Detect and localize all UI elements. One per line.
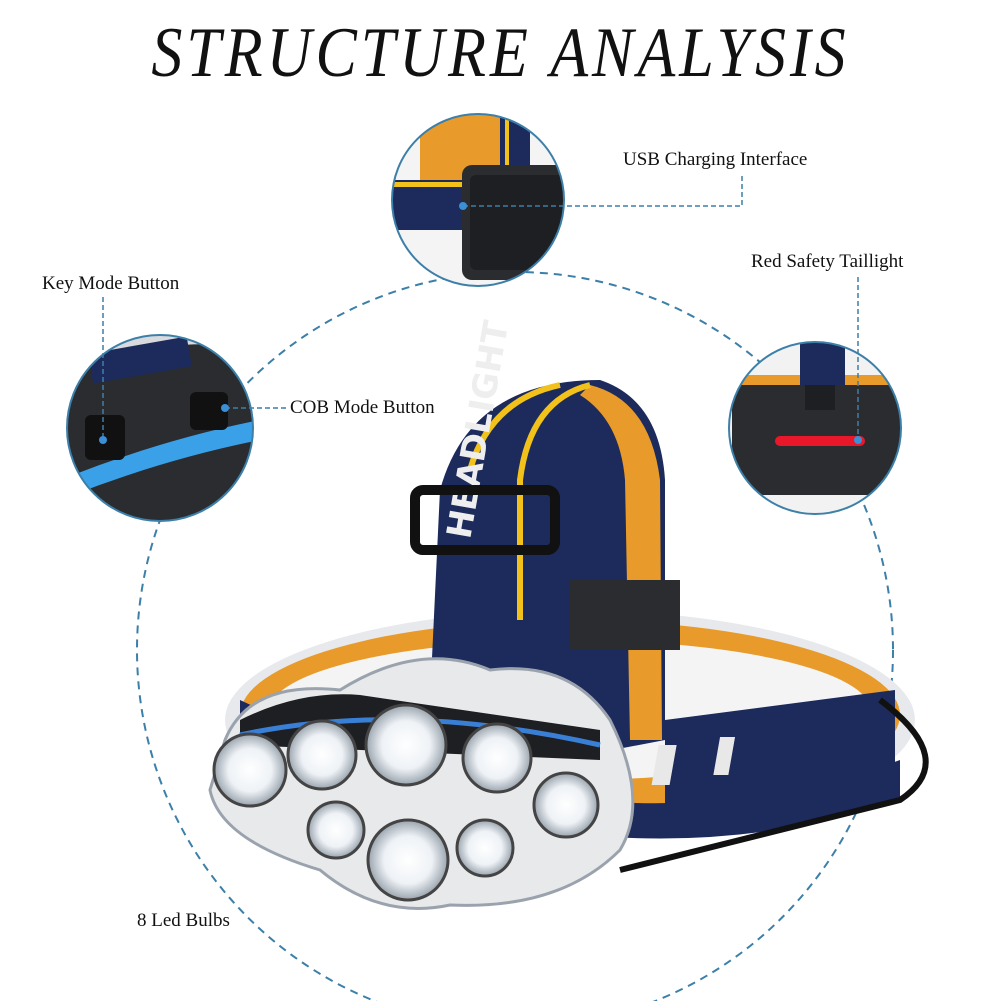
callout-lines bbox=[102, 174, 859, 440]
label-red-safety-taillight: Red Safety Taillight bbox=[751, 251, 904, 272]
usb-detail-circle bbox=[392, 114, 564, 286]
label-usb-charging-interface: USB Charging Interface bbox=[623, 149, 808, 170]
label-cob-mode-button: COB Mode Button bbox=[290, 397, 435, 418]
label-key-mode-button: Key Mode Button bbox=[42, 273, 180, 294]
headlamp-illustration: HEADLIGHT bbox=[208, 317, 929, 910]
callout-dots bbox=[99, 202, 862, 444]
label-led-bulbs: 8 Led Bulbs bbox=[137, 910, 230, 931]
page-title: STRUCTURE ANALYSIS bbox=[151, 13, 850, 93]
buttons-detail-circle bbox=[67, 335, 253, 521]
led-bulbs bbox=[212, 703, 600, 902]
taillight-detail-circle bbox=[729, 342, 901, 514]
